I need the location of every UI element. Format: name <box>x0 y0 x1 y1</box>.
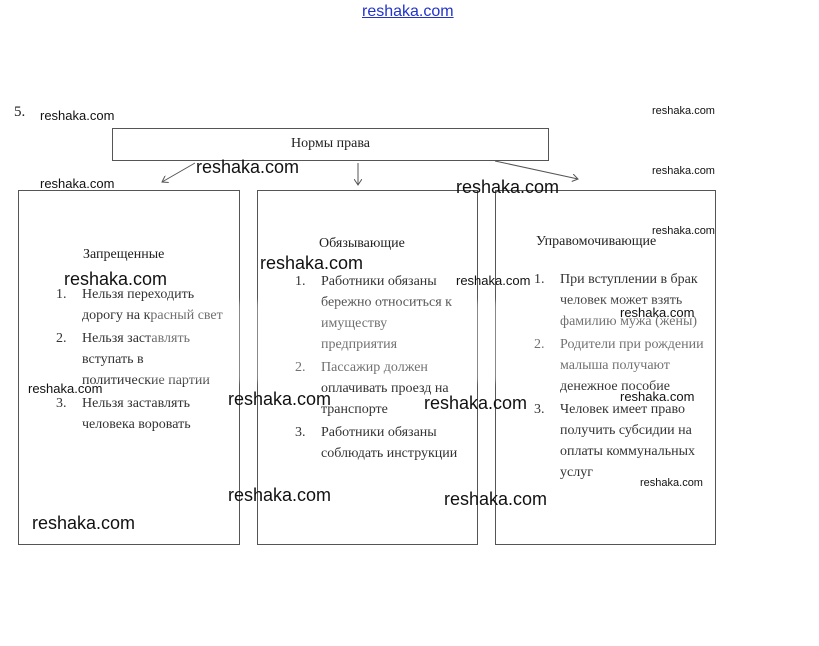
watermark: reshaka.com <box>228 389 332 409</box>
item-number: 2. <box>295 360 306 375</box>
list-item: 3. Нельзя заставлять человека воровать <box>56 393 226 435</box>
column-box-zapreshchennye: Запрещенные 1. Нельзя переходить дорогу н… <box>18 190 240 545</box>
item-number: 2. <box>56 331 67 346</box>
list-item: 1. Нельзя переходить дорогу на красный св… <box>56 284 226 326</box>
watermark: reshaka.com <box>260 253 364 273</box>
item-text: Работники обязаны бережно относиться к и… <box>321 274 452 352</box>
root-box: Нормы права <box>112 128 549 161</box>
watermark: reshaka.com <box>424 393 528 413</box>
watermark: reshaka.com <box>620 305 695 320</box>
item-number: 1. <box>56 287 67 302</box>
item-list: 1. Нельзя переходить дорогу на красный св… <box>56 284 226 437</box>
task-number: 5. <box>14 104 26 120</box>
arrow-to-upravomochivayushchie <box>494 160 578 179</box>
list-item: 2. Нельзя заставлять вступать в политичес… <box>56 328 226 391</box>
root-label: Нормы права <box>290 136 370 151</box>
item-text: Работники обязаны соблюдать инструкции <box>321 425 458 461</box>
watermark: reshaka.com <box>28 381 103 396</box>
item-list: 1. При вступлении в брак человек может вз… <box>534 269 708 485</box>
list-item: 1. Работники обязаны бережно относиться к… <box>295 271 465 355</box>
watermark: reshaka.com <box>652 225 715 237</box>
item-text: При вступлении в брак человек может взят… <box>560 272 698 329</box>
item-text: Человек имеет право получить субсидии на… <box>560 402 695 480</box>
watermark: reshaka.com <box>40 176 115 191</box>
column-title: Запрещенные <box>83 247 165 262</box>
item-list: 1. Работники обязаны бережно относиться к… <box>295 271 465 466</box>
watermark: reshaka.com <box>444 489 548 509</box>
arrow-to-zapreshchennye <box>162 162 196 182</box>
list-item: 3. Работники обязаны соблюдать инструкции <box>295 422 465 464</box>
item-text: Нельзя заставлять вступать в политически… <box>82 331 210 388</box>
column-title: Управомочивающие <box>536 234 657 249</box>
column-box-obyazyvayushchie: Обязывающие 1. Работники обязаны бережно … <box>257 190 478 545</box>
watermark: reshaka.com <box>652 105 715 117</box>
watermark-link[interactable]: reshaka.com <box>362 3 454 20</box>
list-item: 1. При вступлении в брак человек может вз… <box>534 269 708 332</box>
watermark: reshaka.com <box>456 273 531 288</box>
list-item: 2. Пассажир должен оплачивать проезд на т… <box>295 357 465 420</box>
column-title: Обязывающие <box>319 236 405 251</box>
item-text: Нельзя переходить дорогу на красный свет <box>82 287 223 323</box>
item-text: Родители при рождении малыша получают де… <box>560 337 704 394</box>
item-number: 3. <box>56 396 67 411</box>
item-number: 3. <box>534 402 545 417</box>
watermark: reshaka.com <box>456 177 560 197</box>
watermark: reshaka.com <box>640 477 703 489</box>
watermark: reshaka.com <box>32 513 136 533</box>
watermark: reshaka.com <box>652 165 715 177</box>
watermark: reshaka.com <box>228 485 332 505</box>
watermark-overlay <box>150 302 710 382</box>
watermark: reshaka.com <box>620 389 695 404</box>
watermark: reshaka.com <box>64 269 168 289</box>
item-text: Пассажир должен оплачивать проезд на тра… <box>321 360 449 417</box>
item-number: 1. <box>534 272 545 287</box>
item-number: 1. <box>295 274 306 289</box>
watermark: reshaka.com <box>40 108 115 123</box>
watermark: reshaka.com <box>196 157 300 177</box>
item-text: Нельзя заставлять человека воровать <box>82 396 191 432</box>
item-number: 2. <box>534 337 545 352</box>
list-item: 2. Родители при рождении малыша получают … <box>534 334 708 397</box>
list-item: 3. Человек имеет право получить субсидии … <box>534 399 708 483</box>
column-box-upravomochivayushchie: Управомочивающие 1. При вступлении в брак… <box>495 190 716 545</box>
item-number: 3. <box>295 425 306 440</box>
